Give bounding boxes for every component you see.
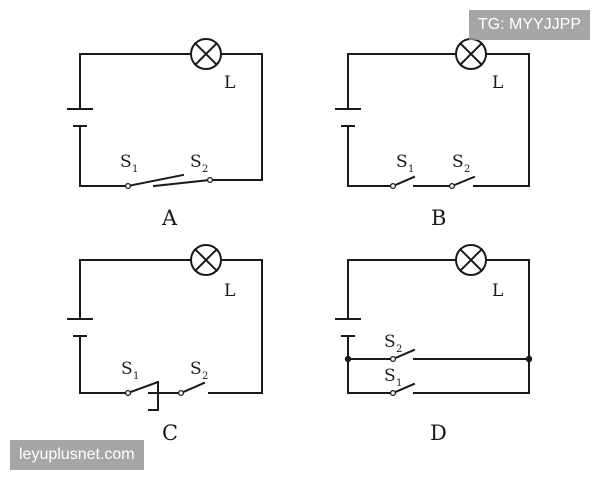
circuit-d-switch-s1-icon [389, 382, 416, 397]
circuit-c-switch-s1-subscript: 1 [133, 371, 139, 382]
circuit-a-switch-s1-subscript: 1 [132, 164, 138, 175]
circuit-b-caption: B [431, 206, 446, 230]
circuit-b: L S 1 S 2 B [335, 38, 530, 230]
circuit-c-switch-s1-label: S [121, 359, 133, 379]
circuit-c-short-wire [148, 381, 159, 411]
circuit-a-switch-s2-icon [152, 176, 214, 188]
circuit-c-switch-s2-icon [177, 381, 206, 397]
circuit-d-lamp-label: L [492, 281, 503, 301]
circuit-a-lamp-icon [190, 38, 222, 70]
circuit-c-battery-icon [67, 318, 93, 337]
circuit-d: L S 2 S 1 D [335, 244, 533, 445]
circuit-d-lamp-icon [455, 244, 487, 276]
circuit-b-wire-frame [347, 53, 530, 187]
circuit-b-switch-s2-icon [448, 175, 476, 190]
circuit-d-battery-icon [335, 318, 361, 337]
circuit-b-switch-s1-subscript: 1 [408, 164, 414, 175]
circuit-a-caption: A [161, 206, 178, 230]
circuit-d-switch-s2-label: S [384, 332, 396, 352]
circuit-a-lamp-label: L [224, 73, 235, 93]
circuit-c-switch-s2-label: S [190, 359, 202, 379]
circuit-c-switch-s2-subscript: 2 [202, 371, 208, 382]
circuit-b-switch-s1-label: S [396, 152, 408, 172]
circuit-d-caption: D [430, 421, 447, 445]
circuit-b-battery-icon [335, 108, 361, 127]
circuit-b-switch-s2-label: S [452, 152, 464, 172]
circuit-a-switch-s1-icon [124, 173, 185, 190]
watermark-top-right: TG: MYYJJPP [468, 10, 590, 40]
circuit-a-battery-icon [67, 108, 93, 127]
circuit-c-caption: C [162, 421, 178, 445]
circuit-a-wire-frame [79, 53, 263, 187]
circuit-b-lamp-icon [455, 38, 487, 70]
circuit-c: L S 1 S 2 C [67, 244, 263, 445]
circuit-c-lamp-label: L [224, 281, 235, 301]
circuit-a-switch-s2-label: S [190, 152, 202, 172]
circuit-c-wire-frame [79, 259, 263, 394]
circuit-a-switch-s2-subscript: 2 [202, 164, 208, 175]
circuit-b-switch-s2-subscript: 2 [464, 164, 470, 175]
circuit-c-lamp-icon [190, 244, 222, 276]
circuit-d-switch-s1-label: S [384, 366, 396, 386]
circuit-b-lamp-label: L [492, 73, 503, 93]
circuit-d-junction-right-icon [525, 355, 533, 363]
circuit-b-switch-s1-icon [389, 175, 416, 190]
watermark-bottom-left: leyuplusnet.com [10, 440, 144, 470]
circuit-d-wire-frame [347, 259, 530, 394]
circuit-d-junction-left-icon [344, 355, 352, 363]
circuit-a: L S 1 S 2 A [67, 38, 263, 230]
circuit-d-switch-s2-icon [389, 348, 416, 363]
circuit-c-switch-s1-icon [124, 380, 160, 397]
circuit-d-switch-s1-subscript: 1 [396, 378, 402, 389]
circuit-d-switch-s2-subscript: 2 [396, 344, 402, 355]
circuit-a-switch-s1-label: S [120, 152, 132, 172]
